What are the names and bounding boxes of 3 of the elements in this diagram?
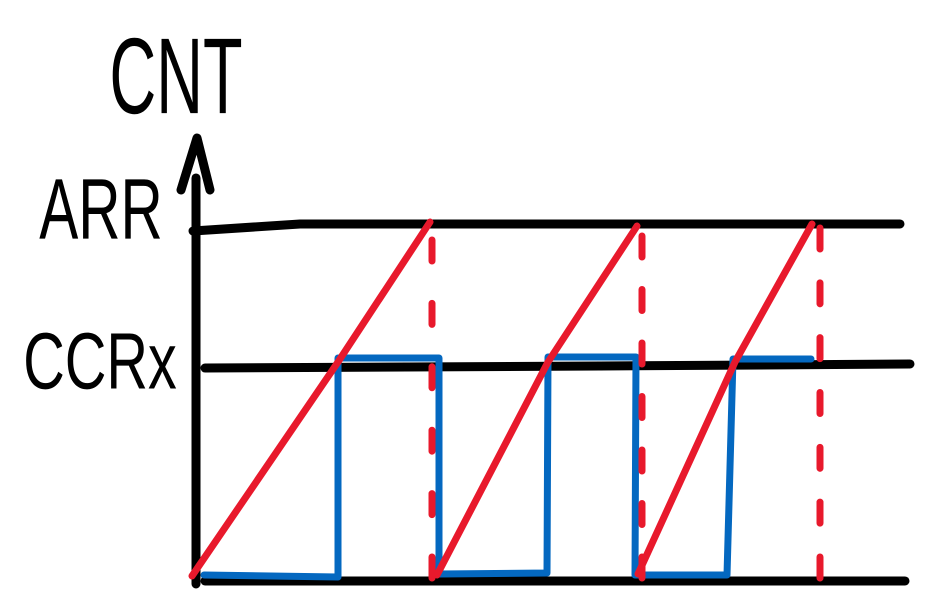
- level-label: CCRx: [26, 332, 176, 390]
- level-label: ARR: [39, 179, 160, 239]
- axis-label: CNT: [112, 38, 242, 114]
